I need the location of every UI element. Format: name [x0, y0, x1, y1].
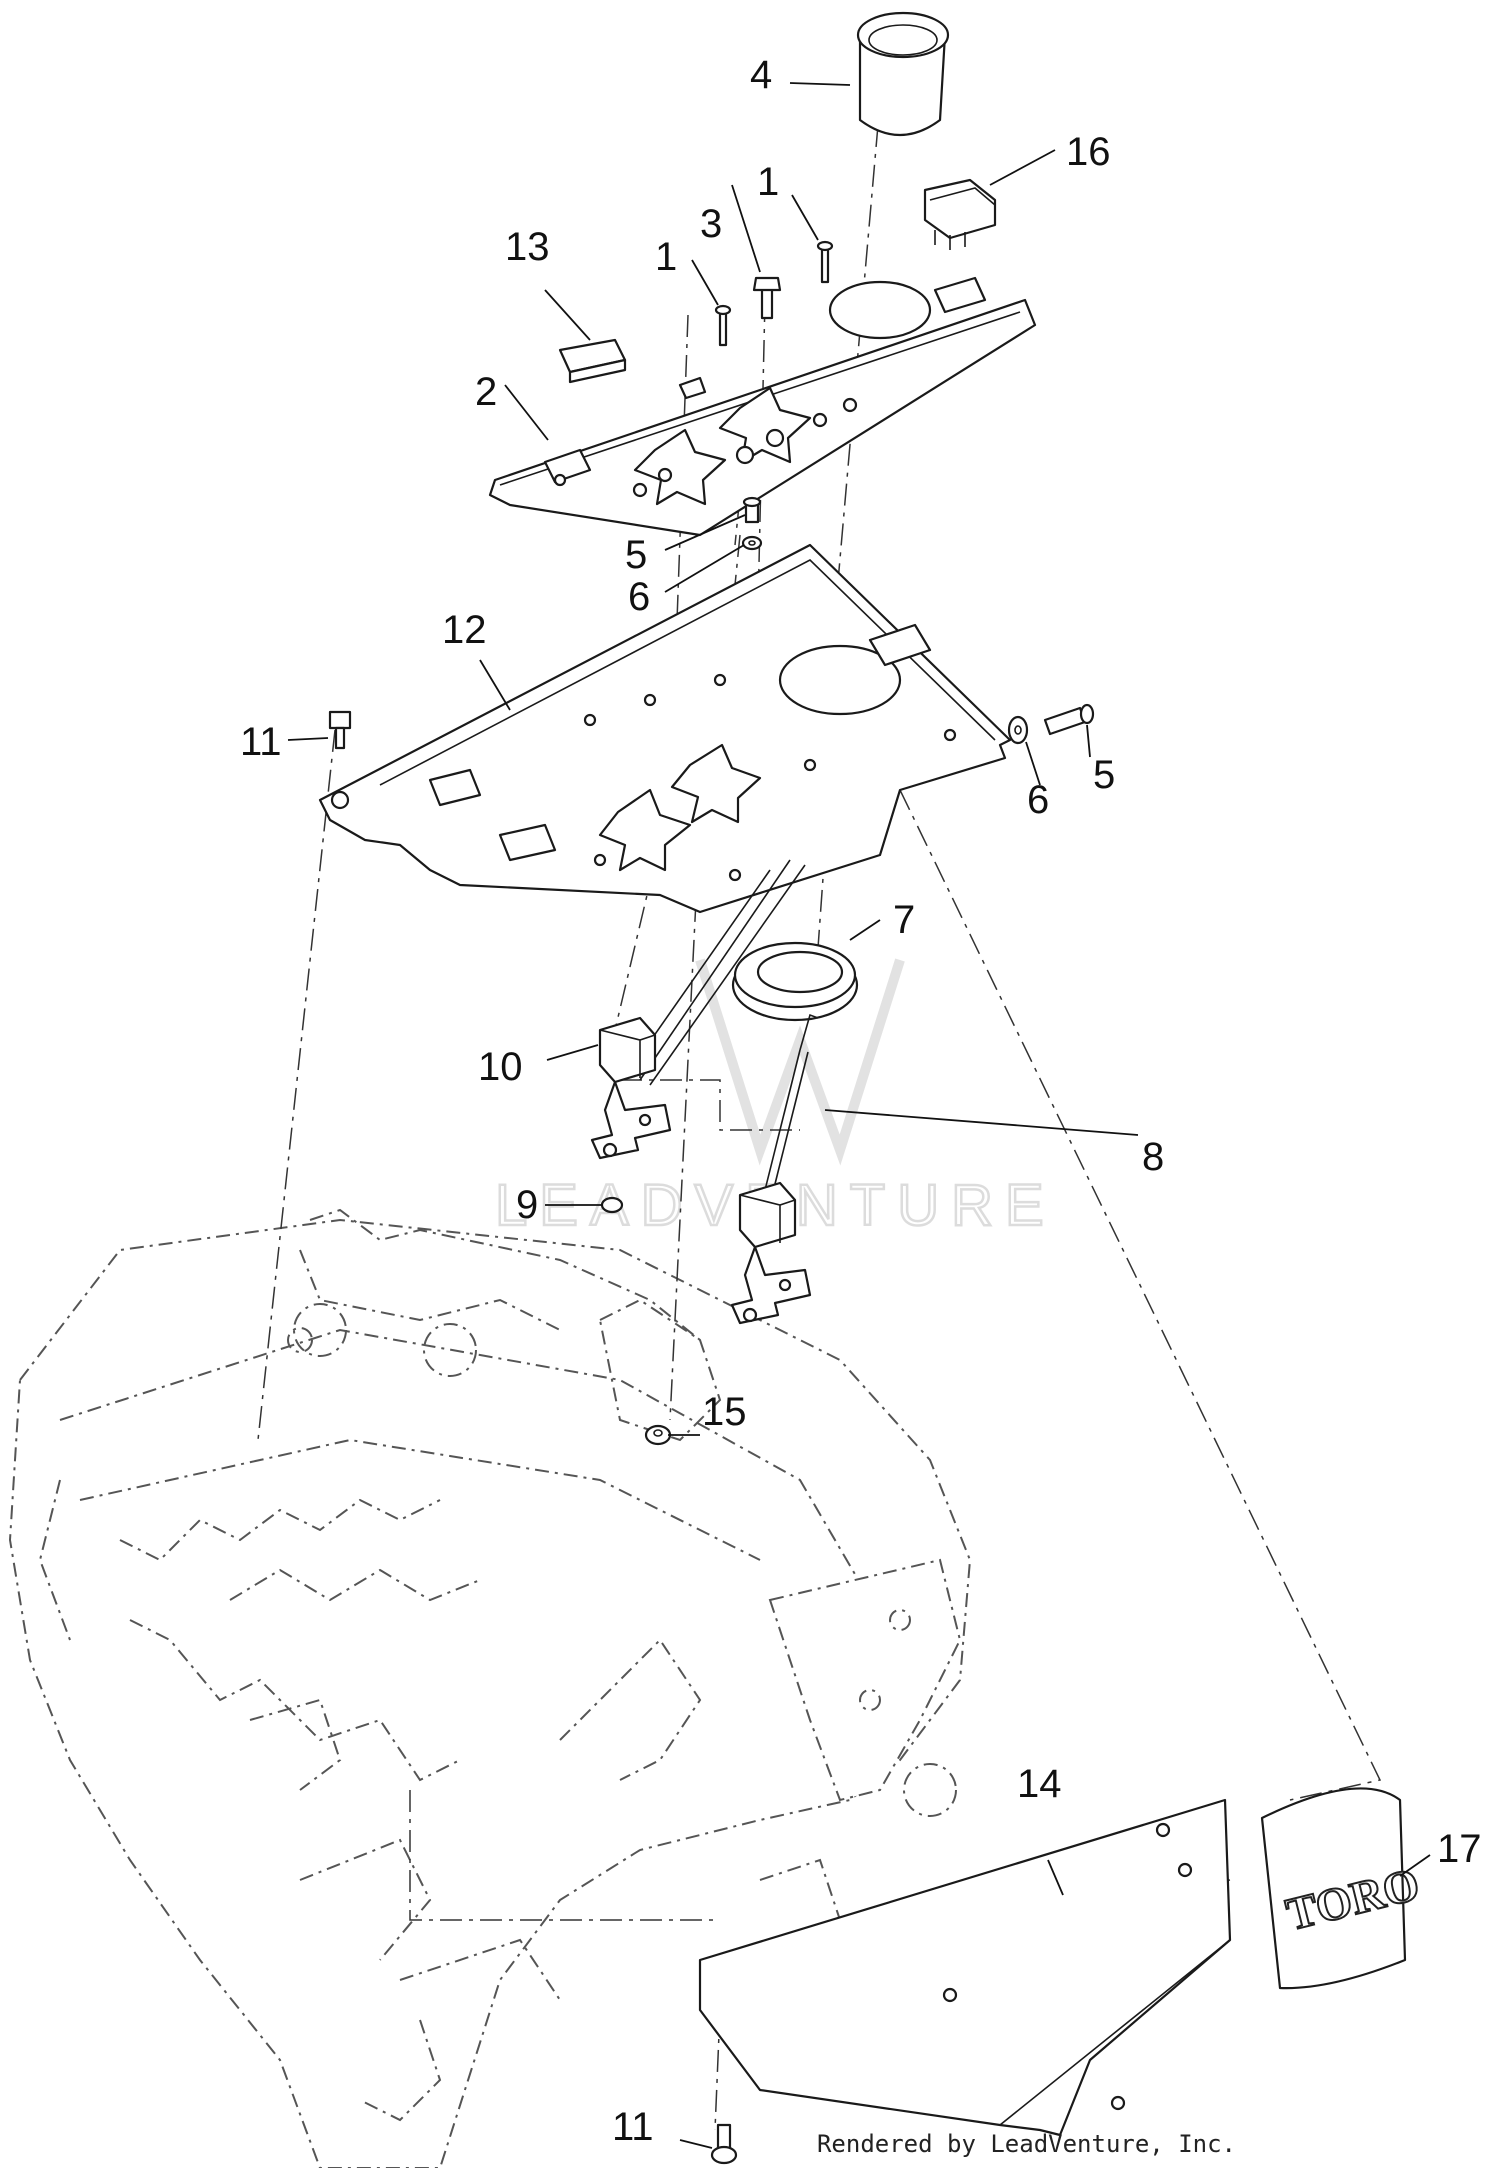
callout-11-bottom: 11	[612, 2105, 654, 2149]
callout-1-right: 1	[757, 160, 779, 204]
callout-16: 16	[1066, 130, 1111, 174]
leader-lines	[287, 82, 1431, 2149]
callout-15: 15	[702, 1390, 747, 1434]
part-14-cover-panel	[698, 1798, 1232, 2137]
callout-3: 3	[700, 202, 722, 246]
fastener-11-bottom	[710, 2123, 738, 2165]
callout-6-top: 6	[628, 575, 650, 619]
callout-11-top: 11	[240, 720, 282, 764]
part-8-cable-switch	[730, 1013, 819, 1325]
part-16-switch	[923, 178, 997, 250]
part-10-neutral-switch	[590, 1016, 672, 1160]
fasteners-nuts	[600, 1196, 672, 1446]
part-2-console-decal	[488, 276, 1037, 537]
callout-1-left: 1	[655, 235, 677, 279]
mower-frame-phantom	[8, 1208, 972, 2168]
part-4-cup-holder	[856, 11, 950, 137]
callout-labels: 4 16 1 3 1 13 2 5 6 12 11 6 5 7 10 8 9 1…	[240, 53, 1482, 2149]
callout-12: 12	[442, 608, 487, 652]
callout-10: 10	[478, 1045, 523, 1089]
callout-6-right: 6	[1027, 778, 1049, 822]
callout-9: 9	[516, 1183, 538, 1227]
callout-2: 2	[475, 370, 497, 414]
callout-5-right: 5	[1093, 753, 1115, 797]
callout-13: 13	[505, 225, 550, 269]
part-12-console-support	[318, 543, 1012, 914]
fasteners-top	[328, 240, 1095, 750]
callout-8: 8	[1142, 1135, 1164, 1179]
callout-17: 17	[1437, 1827, 1482, 1871]
render-credit: Rendered by LeadVenture, Inc.	[816, 2130, 1236, 2158]
callout-14: 14	[1017, 1762, 1062, 1806]
callout-5-top: 5	[625, 533, 647, 577]
callout-4: 4	[750, 53, 772, 97]
part-13-plug	[558, 338, 627, 384]
callout-7: 7	[893, 898, 915, 942]
part-17-toro-decal: TORO	[1260, 1787, 1425, 1990]
part-7-grommet	[731, 941, 859, 1022]
